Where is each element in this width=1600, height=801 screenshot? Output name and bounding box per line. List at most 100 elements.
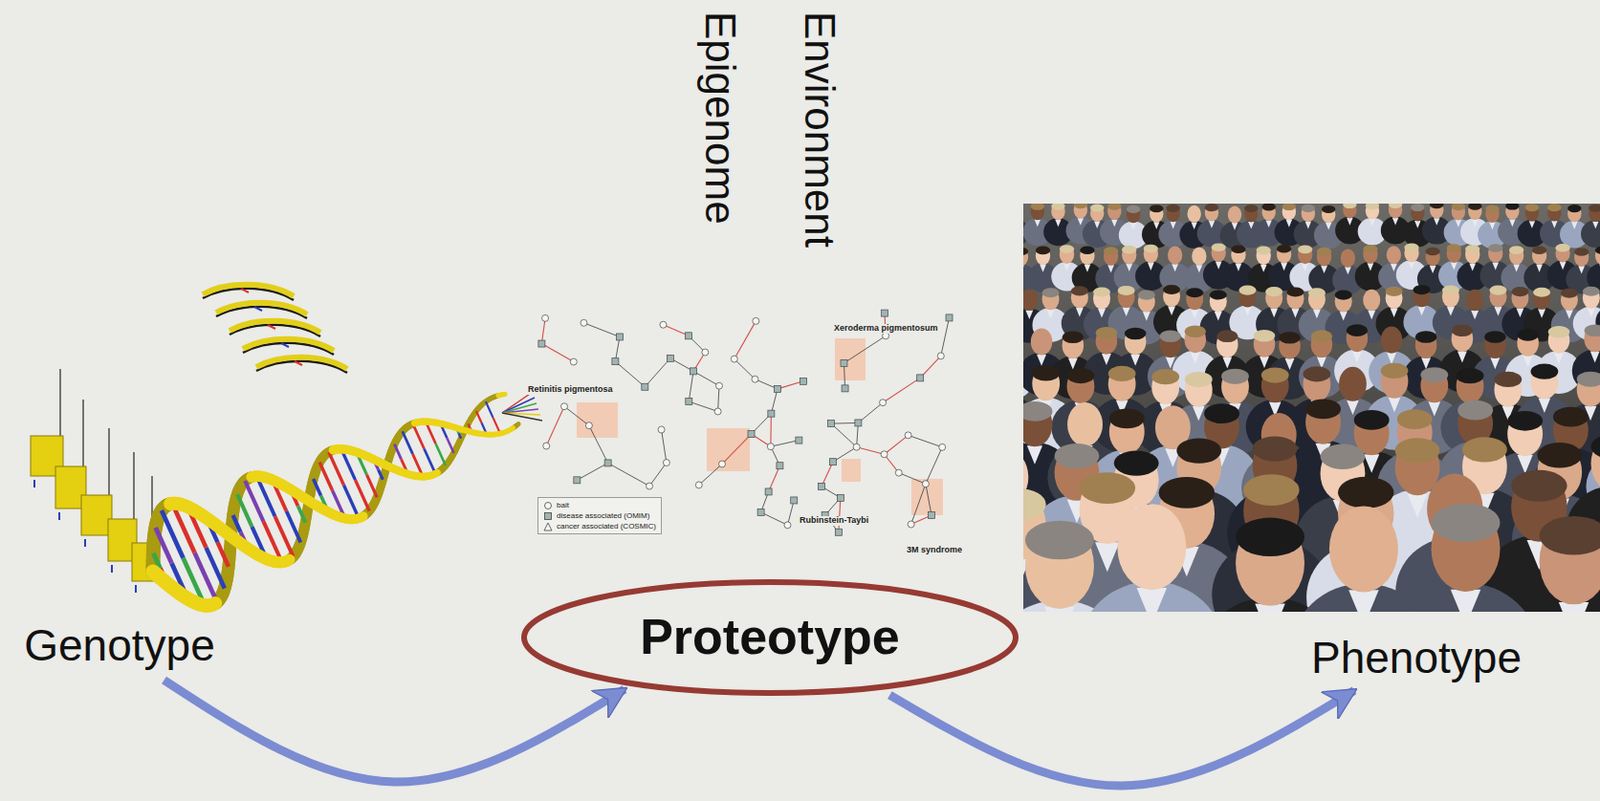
- person-head: [1023, 288, 1038, 311]
- person-hair: [1079, 472, 1137, 505]
- interaction-line: [718, 386, 720, 413]
- person-collar: [1266, 219, 1272, 228]
- person-hair: [1035, 246, 1051, 256]
- person-collar: [1450, 590, 1482, 613]
- interaction-line: [838, 498, 841, 533]
- person-head: [1062, 331, 1085, 359]
- base-pair: [424, 448, 437, 474]
- person-collar: [1130, 222, 1137, 231]
- person-collar: [1494, 306, 1503, 317]
- interaction-line: [768, 465, 781, 492]
- person-collar: [1369, 219, 1376, 227]
- person-collar: [1167, 306, 1176, 316]
- legend-symbol: [543, 511, 553, 522]
- person-hair: [1278, 331, 1301, 345]
- interaction-line: [761, 512, 789, 526]
- person-head: [1362, 245, 1378, 264]
- person-hair: [1511, 470, 1568, 503]
- protein-circle: [730, 355, 738, 363]
- person-collar: [1535, 264, 1543, 273]
- person-collar: [1392, 218, 1399, 226]
- protein-square: [790, 497, 798, 505]
- protein-circle: [882, 332, 890, 340]
- strip-line: [108, 428, 110, 496]
- helix-strand: [287, 560, 290, 562]
- person-collar: [1025, 309, 1033, 320]
- person-head: [1151, 370, 1180, 405]
- person-head: [1230, 245, 1246, 264]
- person-hair: [1023, 401, 1053, 422]
- person-collar: [1529, 220, 1535, 229]
- legend-symbol: [543, 501, 553, 511]
- person-hair: [1184, 372, 1213, 388]
- person-collar: [1421, 357, 1431, 370]
- person-head: [1067, 369, 1096, 404]
- base-pair: [233, 515, 242, 533]
- person-head: [1493, 372, 1522, 408]
- person-hair: [1320, 444, 1366, 470]
- person-collar: [1077, 218, 1084, 226]
- person-head: [1103, 247, 1118, 266]
- person-head: [1253, 330, 1276, 358]
- person-hair: [1302, 366, 1331, 382]
- person-collar: [1097, 308, 1106, 319]
- person-collar: [1208, 220, 1215, 229]
- interaction-line: [688, 371, 694, 402]
- person-collar: [1130, 354, 1140, 367]
- person-hair: [1073, 203, 1088, 209]
- person-head: [1567, 204, 1581, 222]
- person-head: [1286, 287, 1304, 310]
- person-head: [1465, 245, 1480, 264]
- person-head: [1167, 246, 1183, 265]
- person-hair: [1165, 204, 1180, 213]
- protein-square: [841, 385, 849, 393]
- person-hair: [1595, 245, 1600, 255]
- protein-square: [917, 374, 924, 382]
- person-hair: [1574, 247, 1589, 257]
- protein-square: [928, 512, 936, 520]
- person-head: [1265, 287, 1283, 310]
- interaction-line: [614, 336, 620, 362]
- interaction-line: [821, 461, 833, 487]
- person-collar: [1571, 221, 1578, 230]
- protein-circle: [880, 451, 888, 459]
- factor-label: Environment: [796, 11, 843, 248]
- person-hair: [1023, 247, 1029, 257]
- person-collar: [1169, 221, 1176, 230]
- person-head: [1386, 245, 1402, 264]
- person-hair: [1261, 367, 1290, 383]
- person-head: [1577, 372, 1600, 408]
- person-head: [1035, 246, 1051, 265]
- person-head: [1311, 330, 1334, 358]
- person-collar: [1125, 263, 1133, 272]
- crowd-photo: [1023, 203, 1600, 613]
- person-collar: [1301, 263, 1309, 272]
- person-head: [1583, 325, 1600, 352]
- person-hair: [1103, 246, 1118, 256]
- person-collar: [1171, 263, 1179, 272]
- protein-square: [840, 359, 848, 367]
- person-head: [1067, 402, 1103, 447]
- person-collar: [1367, 263, 1375, 271]
- curl-ribbon: [256, 357, 348, 370]
- person-head: [1484, 331, 1507, 359]
- person-hair: [1305, 399, 1341, 420]
- interaction-line: [908, 435, 943, 448]
- person-hair: [1235, 518, 1305, 558]
- person-head: [1346, 325, 1369, 352]
- person-collar: [1248, 221, 1254, 230]
- strip-block: [81, 495, 112, 536]
- person-head: [1227, 206, 1242, 224]
- person-head: [1413, 285, 1431, 308]
- person-hair: [1216, 329, 1239, 343]
- protein-square: [765, 488, 772, 496]
- person-collar: [1147, 263, 1155, 271]
- person-head: [1031, 366, 1060, 401]
- protein-square: [828, 420, 835, 428]
- person-hair: [1204, 403, 1240, 424]
- person-hair: [1588, 204, 1600, 213]
- protein-circle: [695, 482, 702, 489]
- person-head: [1446, 244, 1462, 264]
- person-hair: [1337, 477, 1395, 509]
